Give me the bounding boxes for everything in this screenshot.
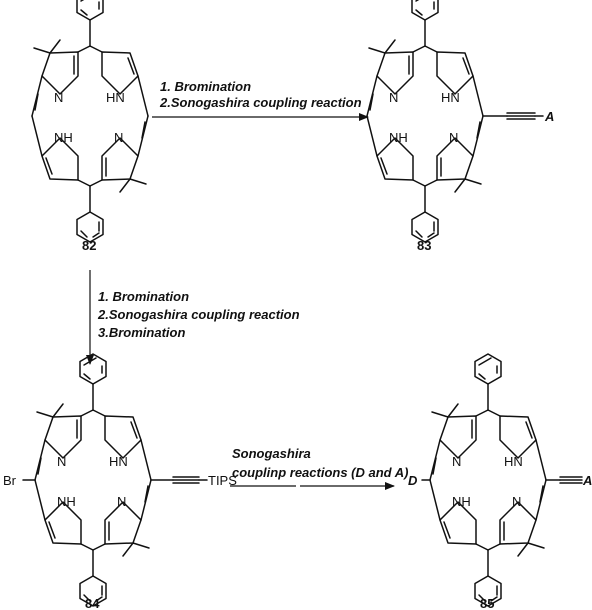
reaction-arrow-84-85: Sonogashira couplinp reactions (D and A) [230, 446, 408, 490]
condition-line: 2.Sonogashira coupling reaction [159, 95, 362, 110]
substituent-a: A [582, 473, 592, 488]
condition-line: 1. Bromination [98, 289, 189, 304]
compound-83: N HN NH N A 83 [366, 0, 554, 253]
condition-line: 3.Bromination [98, 325, 185, 340]
atom-hn: HN [106, 90, 125, 105]
substituent-tips: TIPS [208, 473, 237, 488]
compound-label: 85 [480, 596, 494, 610]
reaction-arrow-82-83: 1. Bromination 2.Sonogashira coupling re… [152, 79, 369, 121]
atom-nh: NH [54, 130, 73, 145]
substituent-a: A [544, 109, 554, 124]
condition-line: 1. Bromination [160, 79, 251, 94]
compound-label: 83 [417, 238, 431, 253]
compound-82: N HN NH N 82 [31, 0, 149, 253]
atom-hn: HN [109, 454, 128, 469]
atom-n: N [389, 90, 398, 105]
atom-n: N [57, 454, 66, 469]
compound-85: N HN NH N D A 85 [408, 353, 592, 610]
atom-n: N [449, 130, 458, 145]
atom-n: N [117, 494, 126, 509]
atom-n: N [54, 90, 63, 105]
atom-n: N [114, 130, 123, 145]
atom-hn: HN [504, 454, 523, 469]
substituent-br: Br [3, 473, 17, 488]
atom-n: N [452, 454, 461, 469]
atom-nh: NH [389, 130, 408, 145]
compound-84: N HN NH N Br TIPS 84 [3, 353, 237, 610]
condition-line: Sonogashira [232, 446, 311, 461]
atom-nh: NH [452, 494, 471, 509]
compound-label: 84 [85, 596, 100, 610]
atom-hn: HN [441, 90, 460, 105]
atom-n: N [512, 494, 521, 509]
reaction-arrow-82-84: 1. Bromination 2.Sonogashira coupling re… [86, 270, 300, 365]
condition-line: 2.Sonogashira coupling reaction [97, 307, 300, 322]
compound-label: 82 [82, 238, 96, 253]
condition-line: couplinp reactions (D and A) [232, 465, 408, 480]
substituent-d: D [408, 473, 418, 488]
atom-nh: NH [57, 494, 76, 509]
